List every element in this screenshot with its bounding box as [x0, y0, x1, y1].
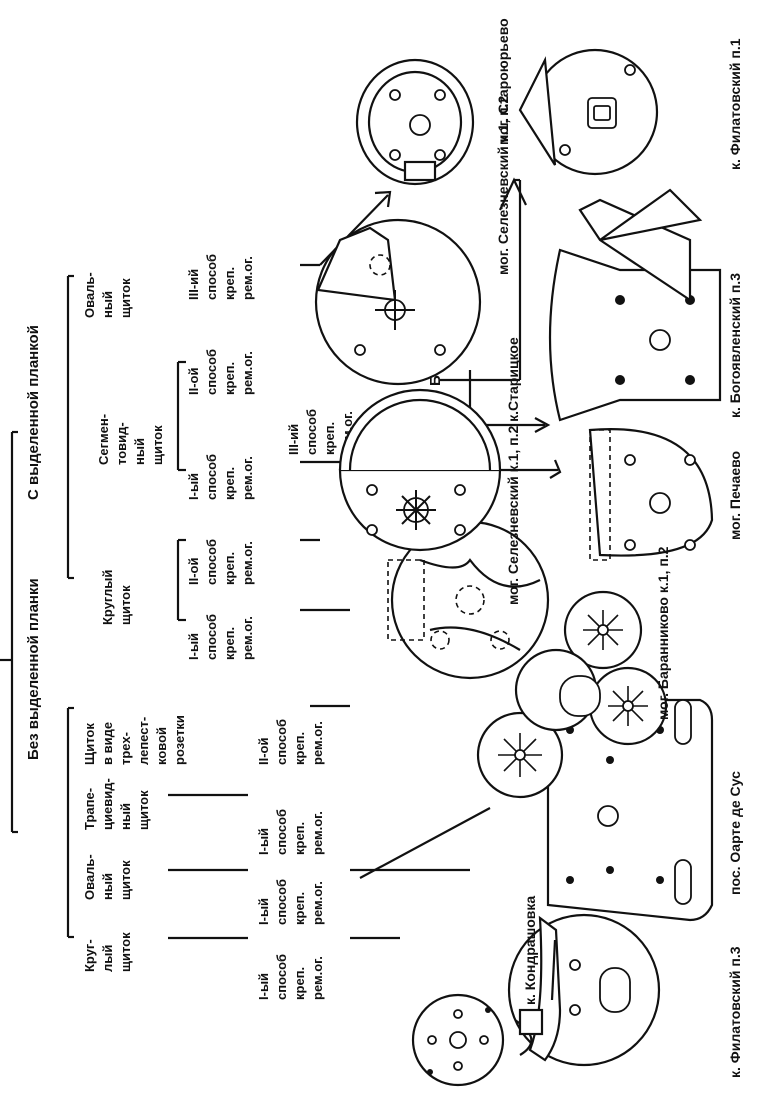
- artifact-round-small: [411, 993, 505, 1087]
- method-seg3-1: III-ий: [286, 424, 301, 455]
- caption-pechevo: мог. Печаево: [727, 451, 743, 540]
- artifact-bogoyavlensky: [548, 188, 722, 422]
- type-rosette-line-5: ковой: [154, 727, 169, 765]
- method-oval2-2: способ: [204, 254, 219, 300]
- caption-filatovsky-1: к. Филатовский п.1: [727, 38, 743, 170]
- method-round2a-3: креп.: [222, 627, 237, 660]
- artifact-trapezoid: [546, 698, 714, 922]
- type-segment: Сегмен- товид- ный щиток: [96, 414, 165, 465]
- method-round2a-4: рем.ог.: [240, 616, 255, 660]
- method-oval-3: креп.: [292, 892, 307, 925]
- type-oval-line-2: ный: [100, 873, 115, 900]
- group-without-bar: Без выделенной планки: [25, 578, 42, 760]
- type-rosette-line-6: розетки: [172, 715, 187, 765]
- method-round2a-1: I-ый: [186, 633, 201, 660]
- marker-b: Б: [427, 375, 444, 386]
- method-seg3-2: способ: [304, 409, 319, 455]
- method-rosette-2: способ: [274, 719, 289, 765]
- artifact-rosette: [476, 590, 668, 799]
- type-oval2-line-2: ный: [100, 291, 115, 318]
- type-round2-line-2: щиток: [118, 585, 133, 625]
- method-seg2-2: способ: [204, 349, 219, 395]
- type-rosette-line-2: в виде: [100, 722, 115, 765]
- method-rosette-4: рем.ог.: [310, 721, 325, 765]
- type-oval: Оваль- ный щиток: [82, 854, 133, 900]
- method-oval2-1: III-ий: [186, 269, 201, 300]
- type-rosette-line-1: Щиток: [82, 723, 97, 765]
- type-segment-line-2: товид-: [114, 422, 129, 465]
- artifact-staroyurevo: [355, 58, 475, 186]
- captions: к. Филатовский п.3 к. Кондрашовка пос. О…: [495, 18, 743, 1078]
- caption-oarte: пос. Оарте де Сус: [727, 771, 743, 895]
- method-rosette-3: креп.: [292, 732, 307, 765]
- method-round-4: рем.ог.: [310, 956, 325, 1000]
- artifact-pechevo: [588, 428, 714, 561]
- method-round-3: креп.: [292, 967, 307, 1000]
- method-round2b-2: способ: [204, 539, 219, 585]
- type-round-line-2: лый: [100, 945, 115, 972]
- group-with-bar: С выделенной планкой: [25, 325, 42, 500]
- method-oval-4: рем.ог.: [310, 881, 325, 925]
- type-round2-line-1: Круглый: [100, 570, 115, 625]
- type-rosette-line-3: трех-: [118, 732, 133, 765]
- caption-seleznevsky-st: мог. Селезневский к.1, п.2 к.Старицкое: [505, 337, 521, 605]
- caption-bogoyavlensky: к. Богоявленский п.3: [727, 273, 743, 418]
- type-segment-line-3: ный: [132, 438, 147, 465]
- method-round2a-2: способ: [204, 614, 219, 660]
- method-oval-2: способ: [274, 879, 289, 925]
- caption-barannikovo: мог. Баранниково к.1, п.2: [655, 546, 671, 720]
- method-round2b-1: II-ой: [186, 558, 201, 586]
- method-oval-1: I-ый: [256, 898, 271, 925]
- type-segment-line-4: щиток: [150, 425, 165, 465]
- method-seg1-3: креп.: [222, 467, 237, 500]
- type-oval2-line-1: Оваль-: [82, 272, 97, 318]
- type-trapezoid: Трапе- циевид- ный щиток: [82, 778, 151, 830]
- method-seg2-3: креп.: [222, 362, 237, 395]
- artifact-kondrashovka: [518, 915, 562, 1062]
- type-oval-line-3: щиток: [118, 860, 133, 900]
- caption-kondrashovka: к. Кондрашовка: [522, 896, 538, 1005]
- method-round2b-4: рем.ог.: [240, 541, 255, 585]
- type-rosette: Щиток в виде трех- лепест- ковой розетки: [82, 715, 187, 765]
- method-seg1-1: I-ый: [186, 473, 201, 500]
- caption-staroyurevo: мог. Староюрьево: [495, 18, 511, 145]
- type-oval2: Оваль- ный щиток: [82, 272, 133, 318]
- method-seg1-4: рем.ог.: [240, 456, 255, 500]
- method-seg2-4: рем.ог.: [240, 351, 255, 395]
- methods-block: I-ый способ креп. рем.ог. I-ый способ кр…: [186, 254, 355, 1000]
- method-trap-1: I-ый: [256, 828, 271, 855]
- type-trapezoid-line-3: ный: [118, 803, 133, 830]
- method-oval2-3: креп.: [222, 267, 237, 300]
- artifact-segment-a: [338, 388, 502, 552]
- type-oval-line-1: Оваль-: [82, 854, 97, 900]
- method-trap-4: рем.ог.: [310, 811, 325, 855]
- method-oval2-4: рем.ог.: [240, 256, 255, 300]
- method-seg3-3: креп.: [322, 422, 337, 455]
- artifact-segment-b: [314, 218, 482, 386]
- method-trap-2: способ: [274, 809, 289, 855]
- type-segment-line-1: Сегмен-: [96, 414, 111, 465]
- method-rosette-1: II-ой: [256, 738, 271, 766]
- type-round2: Круглый щиток: [100, 570, 133, 625]
- caption-filatovsky-3: к. Филатовский п.3: [727, 946, 743, 1078]
- caption-seleznevsky-2: мог. Селезневский к.1, п.2: [495, 96, 511, 275]
- method-round-1: I-ый: [256, 973, 271, 1000]
- type-trapezoid-line-4: щиток: [136, 790, 151, 830]
- type-oval2-line-3: щиток: [118, 278, 133, 318]
- type-round-line-1: Круг-: [82, 939, 97, 972]
- artifact-filatovsky-1: [518, 48, 659, 176]
- type-round: Круг- лый щиток: [82, 932, 133, 972]
- method-seg1-2: способ: [204, 454, 219, 500]
- type-rosette-line-4: лепест-: [136, 717, 151, 765]
- method-round2b-3: креп.: [222, 552, 237, 585]
- type-trapezoid-line-1: Трапе-: [82, 788, 97, 830]
- method-round-2: способ: [274, 954, 289, 1000]
- type-round-line-3: щиток: [118, 932, 133, 972]
- type-trapezoid-line-2: циевид-: [100, 778, 115, 830]
- method-seg2-1: II-ой: [186, 368, 201, 396]
- method-trap-3: креп.: [292, 822, 307, 855]
